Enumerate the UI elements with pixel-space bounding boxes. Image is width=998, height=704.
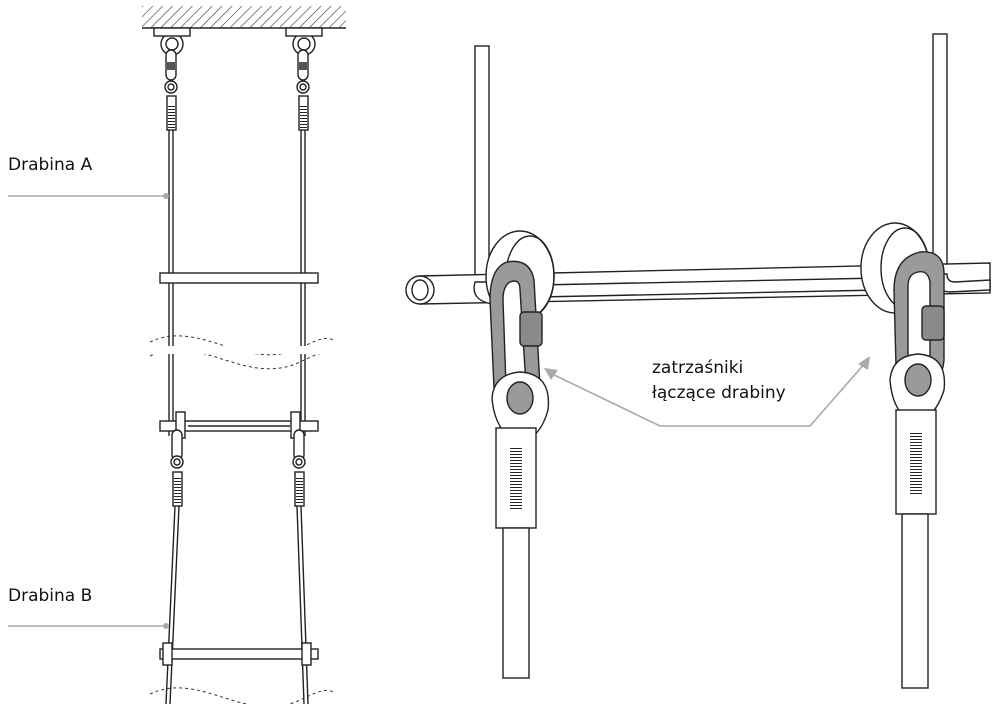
ladder-b-rung (159, 642, 319, 666)
break-line-upper (149, 335, 336, 370)
detail-rope-left (474, 45, 490, 283)
callout-label-line1: zatrzaśniki (652, 358, 743, 378)
top-right-carabiner (296, 49, 310, 131)
ladder-a-rung (159, 272, 319, 284)
connecting-carabiner-left-small (170, 429, 184, 507)
detail-rung (405, 262, 991, 305)
ladder-b-ropes (165, 505, 309, 704)
detail-rope-right (932, 33, 948, 275)
left-ladder-drawing: Drabina A Drabina B (8, 6, 346, 704)
break-line-lower (149, 687, 336, 704)
detail-carabiner-right (893, 251, 945, 389)
detail-drawing: zatrzaśniki łączące drabiny (405, 33, 991, 689)
ladder-b-label: Drabina B (8, 586, 92, 606)
detail-thimble-right (889, 353, 946, 689)
callout-label-line2: łączące drabiny (652, 383, 786, 403)
ceiling-hatch (142, 6, 346, 28)
ladder-a-label: Drabina A (8, 155, 93, 175)
callout-leader (544, 356, 870, 427)
connecting-carabiner-right-small (292, 429, 306, 507)
detail-thimble-left (491, 371, 550, 679)
top-left-carabiner (164, 49, 178, 131)
ladder-b-leader (8, 623, 169, 629)
ladder-a-leader (8, 193, 169, 199)
ladder-a-bottom-rung (159, 411, 319, 439)
